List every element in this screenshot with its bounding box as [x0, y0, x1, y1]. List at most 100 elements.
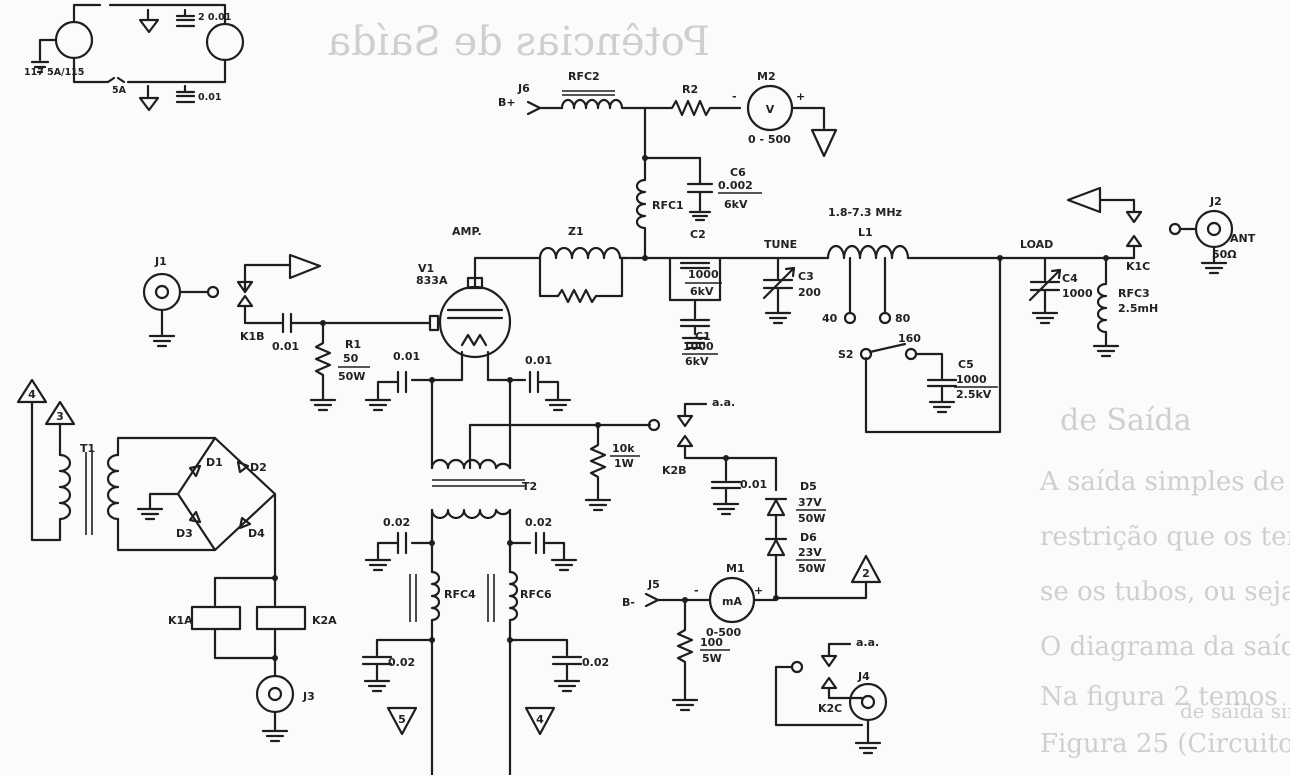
- tap-80: [878, 311, 892, 325]
- label-c5-value: 1000: [956, 373, 987, 386]
- jack-j6: [526, 100, 542, 116]
- m2-plus: +: [796, 90, 805, 103]
- label-k2a: K2A: [312, 614, 337, 627]
- label-j5: J5: [647, 578, 660, 591]
- label-ant: ANT: [1230, 232, 1256, 245]
- label-v1-type: 833A: [416, 274, 448, 287]
- meter-m1-symbol: mA: [722, 595, 742, 608]
- bleed-line-2: de Saída: [1060, 403, 1192, 438]
- label-c4: C4: [1062, 272, 1078, 285]
- label-amp: AMP.: [452, 225, 482, 238]
- label-c1-voltage: 6kV: [685, 355, 709, 368]
- label-d6: D6: [800, 531, 817, 544]
- label-c6-value: 0.002: [718, 179, 753, 192]
- label-k1b: K1B: [240, 330, 265, 343]
- bleed-line-1: Potências de Saída: [327, 19, 710, 65]
- label-hv-plus: B+: [498, 96, 516, 109]
- label-d5: D5: [800, 480, 817, 493]
- m1-plus: +: [754, 584, 763, 597]
- meter-m2-symbol: V: [766, 103, 775, 116]
- terminal-1-output: [1066, 186, 1102, 214]
- relay-coil-k1a: [190, 605, 242, 631]
- label-d4: D4: [248, 527, 265, 540]
- label-c-screen: 0.01: [525, 354, 552, 367]
- diode-d5: [766, 498, 786, 517]
- resistor-100: [671, 598, 699, 712]
- k2c-section: a.a. K2C J4: [774, 636, 888, 755]
- label-j6: J6: [517, 82, 530, 95]
- inductor-rfc2: [560, 98, 647, 110]
- inductor-rfc6: [508, 570, 519, 642]
- label-d6-power: 50W: [798, 562, 825, 575]
- bypass-caps: 0.01 0.01: [364, 350, 572, 470]
- label-rfc1: RFC1: [652, 199, 684, 212]
- label-ant-imp: 50Ω: [1212, 248, 1237, 261]
- label-rfc3: RFC3: [1118, 287, 1150, 300]
- label-rfc4: RFC4: [444, 588, 476, 601]
- label-k2c: K2C: [818, 702, 842, 715]
- bridge-rectifier: [176, 436, 277, 552]
- label-c3-value: 200: [798, 286, 821, 299]
- inductor-rfc1: [635, 178, 647, 260]
- fragment-label-4: 0.01: [198, 92, 221, 103]
- label-j2: J2: [1209, 195, 1222, 208]
- terminal-1-input: [288, 253, 322, 280]
- label-k1a: K1A: [168, 614, 193, 627]
- jack-j5: [644, 592, 660, 608]
- label-c-rfc6-top: 0.02: [525, 516, 552, 529]
- label-r1: R1: [345, 338, 361, 351]
- fragment-label-2: 5A: [112, 85, 127, 96]
- label-m1: M1: [726, 562, 745, 575]
- label-d6-value: 23V: [798, 546, 822, 559]
- terminal-2: [850, 554, 882, 584]
- bleed-line-7: Na figura 2 temos: [1040, 682, 1278, 712]
- relay-coil-k2a: [255, 605, 307, 631]
- fragment-label-3: 2 0.01: [198, 12, 231, 23]
- connector-j2: [1194, 209, 1234, 249]
- label-t2: T2: [522, 480, 537, 493]
- diode-d6: [766, 538, 786, 557]
- label-d2: D2: [250, 461, 267, 474]
- label-c6-voltage: 6kV: [724, 198, 748, 211]
- label-d5-value: 37V: [798, 496, 822, 509]
- label-tap-160: 160: [898, 332, 921, 345]
- transformer-t1-primary: [58, 453, 72, 537]
- switch-s2-160: [904, 347, 918, 361]
- label-c6: C6: [730, 166, 746, 179]
- relay-contact-k2c: [790, 660, 804, 674]
- label-r1-value: 50: [343, 352, 359, 365]
- label-m1-range: 0-500: [706, 626, 742, 639]
- label-c-rfc4-top: 0.02: [383, 516, 410, 529]
- connector-j1: [142, 272, 182, 312]
- terminal-4-bottom: [524, 706, 556, 736]
- bleed-caption-1: de saída simples: [1180, 699, 1290, 723]
- bleed-line-4: restrição que os terminais,: [1040, 522, 1290, 552]
- pi-network: Z1 C2 1000 6kV C1 1000 6kV TUNE C3 200 1…: [473, 186, 1256, 434]
- top-left-fragment: 117 5A/115 5A 2 0.01 0.01: [24, 3, 245, 112]
- m2-minus: -: [732, 90, 737, 103]
- label-l1: L1: [858, 226, 873, 239]
- label-r-10k-power: 1W: [614, 457, 634, 470]
- terminal-5: [386, 706, 418, 736]
- label-d5-power: 50W: [798, 512, 825, 525]
- tap-40: [843, 311, 857, 325]
- label-s2: S2: [838, 348, 854, 361]
- relay-contact-k2b: [647, 418, 661, 432]
- label-rfc6: RFC6: [520, 588, 552, 601]
- fragment-label-1: 117 5A/115: [24, 67, 84, 78]
- terminal-2-number: 2: [862, 567, 870, 580]
- terminal-3-number: 3: [56, 410, 64, 423]
- label-tap-80: 80: [895, 312, 911, 325]
- label-c5-voltage: 2.5kV: [956, 388, 992, 401]
- label-c-rfc4-bot: 0.02: [388, 656, 415, 669]
- bleed-line-8: Figura 25 (Circuito: [1040, 729, 1290, 759]
- label-d1: D1: [206, 456, 223, 469]
- background-bleed-text: Potências de Saída de Saída A saída simp…: [327, 19, 1290, 759]
- terminal-5-number: 5: [398, 713, 406, 726]
- bleed-line-5: se os tubos, ou seja,: [1040, 577, 1290, 607]
- label-d3: D3: [176, 527, 193, 540]
- label-c-input: 0.01: [272, 340, 299, 353]
- inductor-z1: [538, 246, 627, 260]
